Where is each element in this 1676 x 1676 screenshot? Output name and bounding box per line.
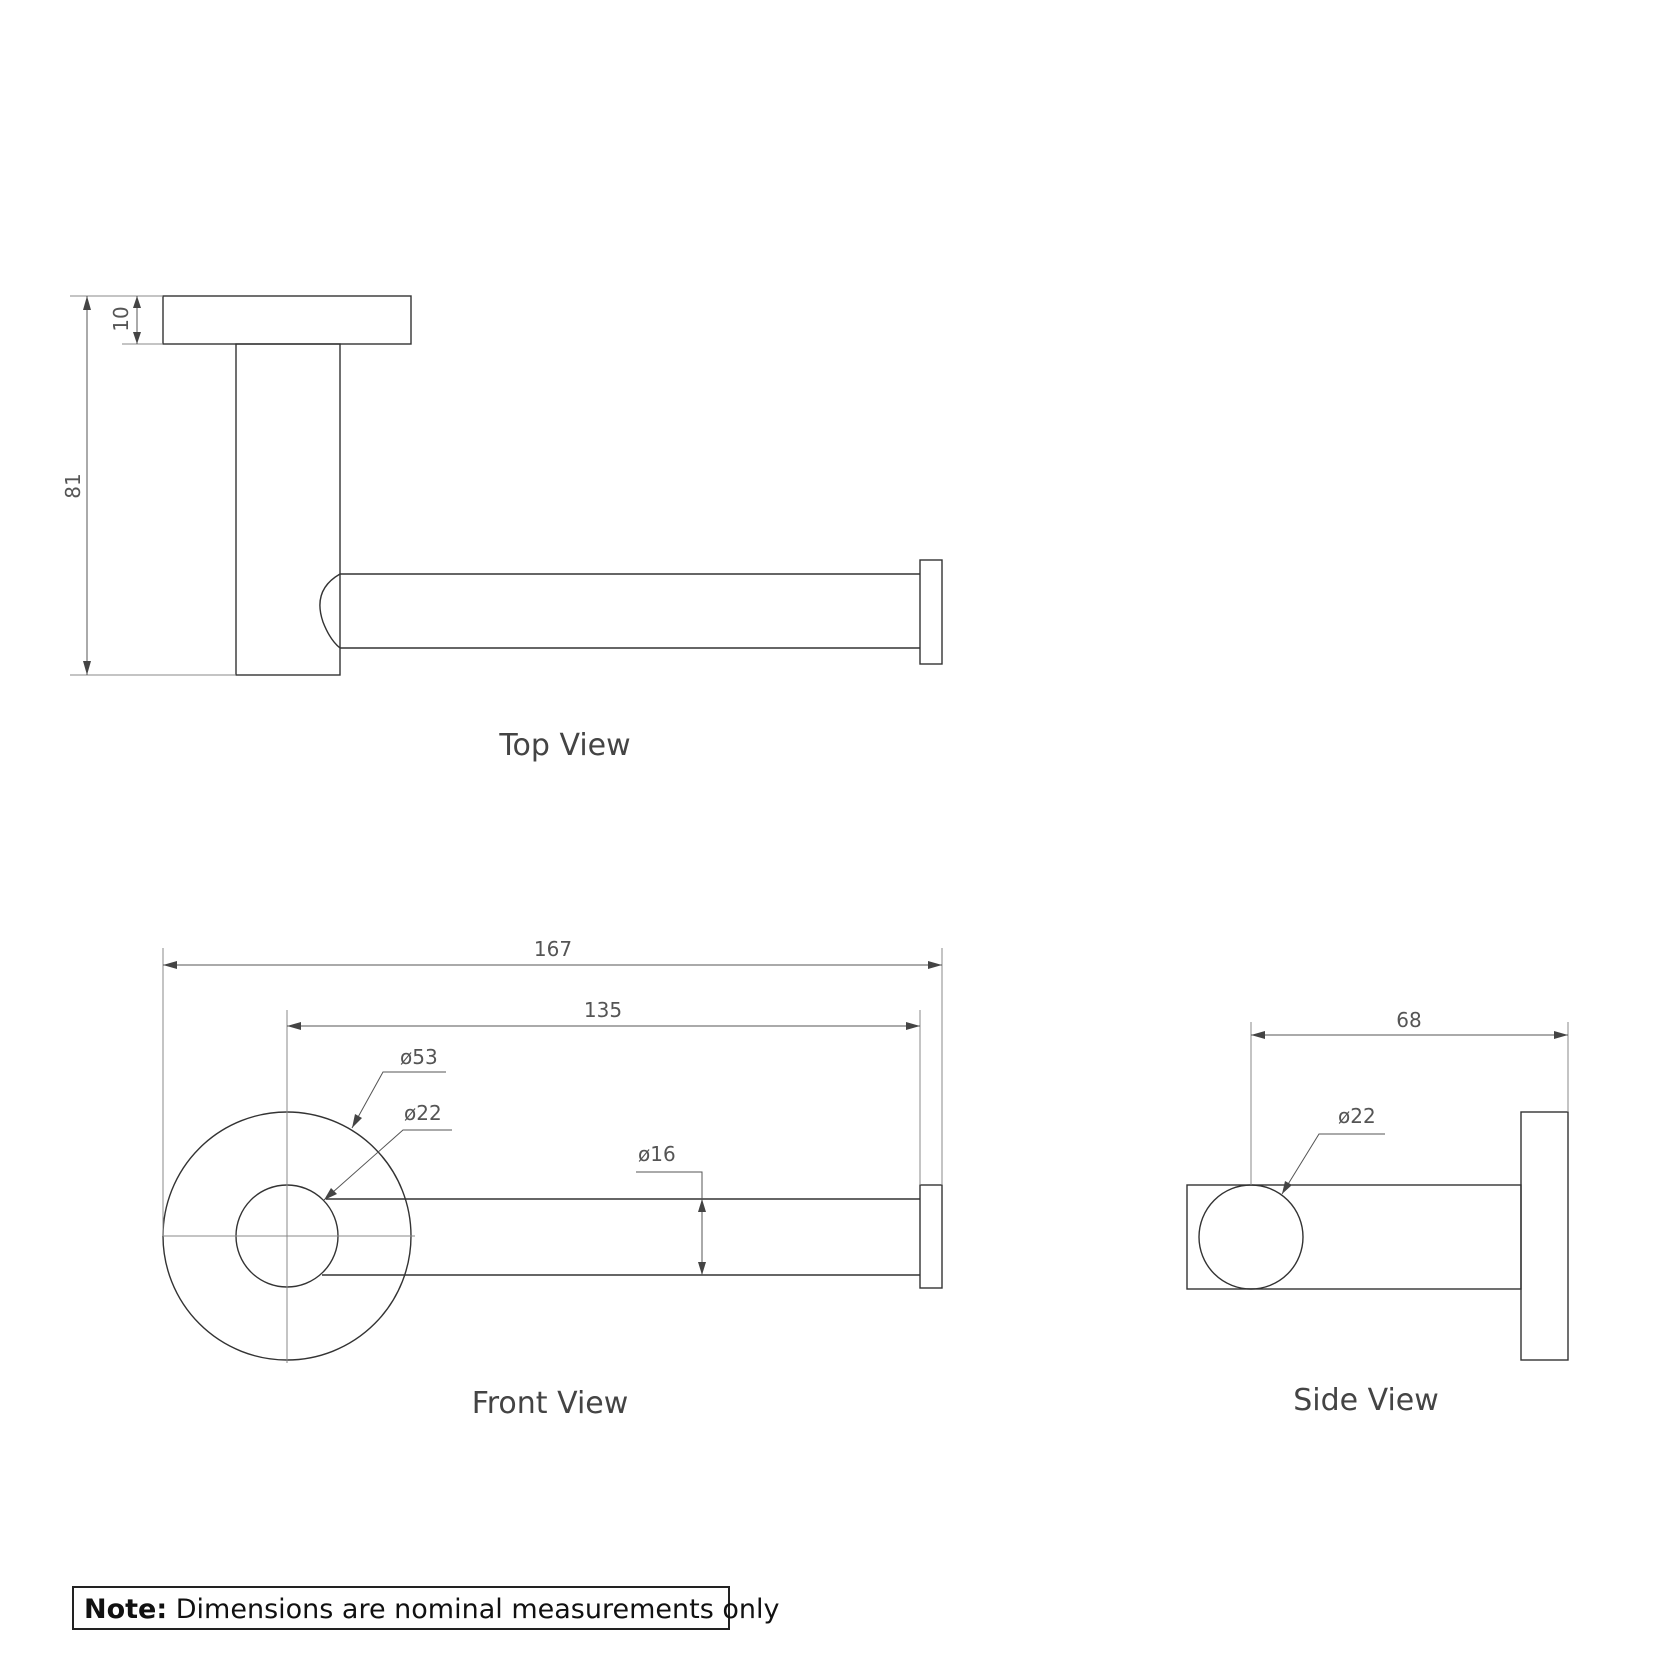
dimension-dia-53: ø53 (351, 1045, 446, 1129)
note-label: Note: (84, 1594, 167, 1625)
note-box: Note: Dimensions are nominal measurement… (72, 1586, 779, 1630)
front-view-label: Front View (472, 1386, 629, 1421)
side-view-arm (1186, 1184, 1522, 1290)
top-view: 81 10 Top View (61, 295, 943, 763)
dimension-dia-22-front-label: ø22 (404, 1101, 442, 1125)
dimension-135-label: 135 (584, 998, 622, 1022)
side-view-cap (1198, 1184, 1304, 1290)
dimension-dia-53-label: ø53 (400, 1045, 438, 1069)
side-view: 68 ø22 Side View (1186, 1008, 1569, 1418)
top-view-arm (319, 573, 920, 649)
dimension-10: 10 (109, 295, 163, 345)
svg-text:Note: Dimensions are nominal m: Note: Dimensions are nominal measurement… (84, 1594, 779, 1625)
dimension-81-label: 81 (61, 473, 85, 498)
top-view-wall-plate (162, 295, 412, 345)
dimension-68: 68 (1250, 1008, 1569, 1185)
dimension-dia-16-label: ø16 (638, 1142, 676, 1166)
dimension-dia-22-front: ø22 (323, 1101, 452, 1201)
dimension-167-label: 167 (534, 937, 572, 961)
top-view-label: Top View (498, 728, 630, 763)
dimension-68-label: 68 (1396, 1008, 1421, 1032)
front-view-arm (322, 1198, 920, 1276)
side-view-wall-plate (1520, 1111, 1569, 1361)
front-view-end-cap (919, 1184, 943, 1289)
top-view-post (235, 343, 341, 676)
dimension-dia-22-side: ø22 (1281, 1104, 1385, 1195)
side-view-label: Side View (1293, 1383, 1439, 1418)
top-view-end-cap (919, 559, 943, 665)
dimension-dia-22-side-label: ø22 (1338, 1104, 1376, 1128)
dimension-81: 81 (61, 295, 236, 676)
dimension-135: 135 (287, 998, 921, 1185)
dimension-167: 167 (162, 937, 943, 1236)
front-view: 167 135 ø53 ø22 ø16 (162, 937, 943, 1421)
note-text: Dimensions are nominal measurements only (167, 1594, 779, 1625)
dimension-dia-16: ø16 (636, 1142, 706, 1275)
dimension-10-label: 10 (109, 306, 133, 331)
